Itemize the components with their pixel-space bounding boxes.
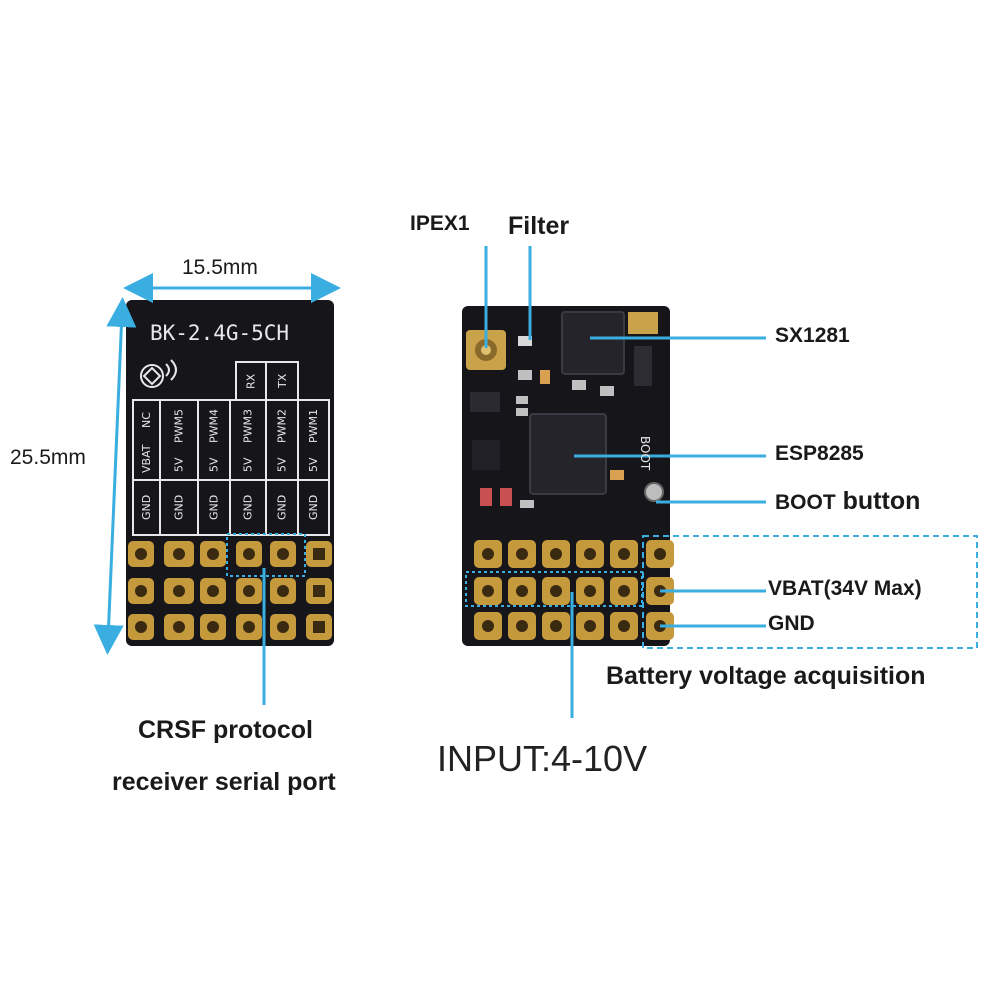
brand-logo bbox=[140, 359, 177, 388]
battery-dashed-box bbox=[642, 535, 978, 649]
silk-gnd-5: GND bbox=[275, 494, 289, 521]
silk-vbat: VBAT bbox=[140, 444, 153, 474]
width-dimension-label: 15.5mm bbox=[182, 256, 258, 279]
boot-button-label: BOOT button bbox=[775, 487, 920, 516]
height-dim-arrow bbox=[93, 297, 137, 655]
sx1281-label: SX1281 bbox=[775, 324, 850, 347]
vbat-label: VBAT(34V Max) bbox=[768, 577, 922, 600]
right-callout-lines bbox=[484, 246, 766, 718]
board-model-label: BK-2.4G-5CH bbox=[150, 321, 290, 345]
silk-gnd-3: GND bbox=[207, 494, 221, 521]
silk-pwm5: PWM5 bbox=[172, 409, 186, 443]
silk-top-row: RX TX bbox=[236, 362, 298, 400]
input-voltage-label: INPUT:4-10V bbox=[437, 738, 648, 779]
silk-gnd-1: GND bbox=[140, 494, 153, 521]
ipex-connector bbox=[466, 330, 506, 370]
boot-button-label-b: button bbox=[842, 487, 921, 515]
silk-grid: NC PWM5 PWM4 PWM3 PWM2 PWM1 VBAT 5V 5V 5… bbox=[133, 400, 329, 535]
silk-gnd-2: GND bbox=[172, 494, 186, 521]
silk-tx: TX bbox=[276, 373, 289, 389]
silk-5v-5: 5V bbox=[307, 457, 320, 473]
silk-5v-1: 5V bbox=[172, 457, 186, 473]
silk-pwm3: PWM3 bbox=[241, 409, 255, 443]
silk-5v-4: 5V bbox=[275, 457, 289, 473]
silk-pwm2: PWM2 bbox=[275, 409, 289, 443]
silk-gnd-6: GND bbox=[307, 494, 320, 521]
boot-button-component bbox=[644, 482, 664, 502]
height-dimension-label: 25.5mm bbox=[10, 446, 86, 469]
esp8285-label: ESP8285 bbox=[775, 442, 864, 465]
filter-label: Filter bbox=[508, 212, 570, 240]
silk-5v-3: 5V bbox=[241, 457, 255, 473]
boot-silk-label: BOOT bbox=[638, 436, 652, 471]
crsf-label-line1: CRSF protocol bbox=[138, 716, 313, 744]
silk-pwm4: PWM4 bbox=[207, 409, 221, 443]
crsf-label-line2: receiver serial port bbox=[112, 768, 336, 796]
silk-gnd-4: GND bbox=[241, 494, 255, 521]
silk-5v-2: 5V bbox=[207, 457, 221, 473]
gnd-label: GND bbox=[768, 612, 815, 635]
filter-component bbox=[518, 336, 532, 346]
silk-rx: RX bbox=[244, 373, 258, 389]
boot-button-label-a: BOOT bbox=[775, 491, 836, 514]
silk-nc: NC bbox=[140, 412, 153, 428]
battery-acquisition-label: Battery voltage acquisition bbox=[606, 662, 926, 690]
esp8285-chip bbox=[529, 413, 607, 495]
left-pad-grid bbox=[128, 541, 332, 640]
input-dashed-box bbox=[465, 571, 643, 607]
silk-pwm1: PWM1 bbox=[307, 409, 320, 443]
ipex-label: IPEX1 bbox=[410, 212, 470, 235]
sx1281-chip bbox=[561, 311, 625, 375]
right-board bbox=[462, 306, 674, 646]
left-board bbox=[126, 300, 334, 646]
